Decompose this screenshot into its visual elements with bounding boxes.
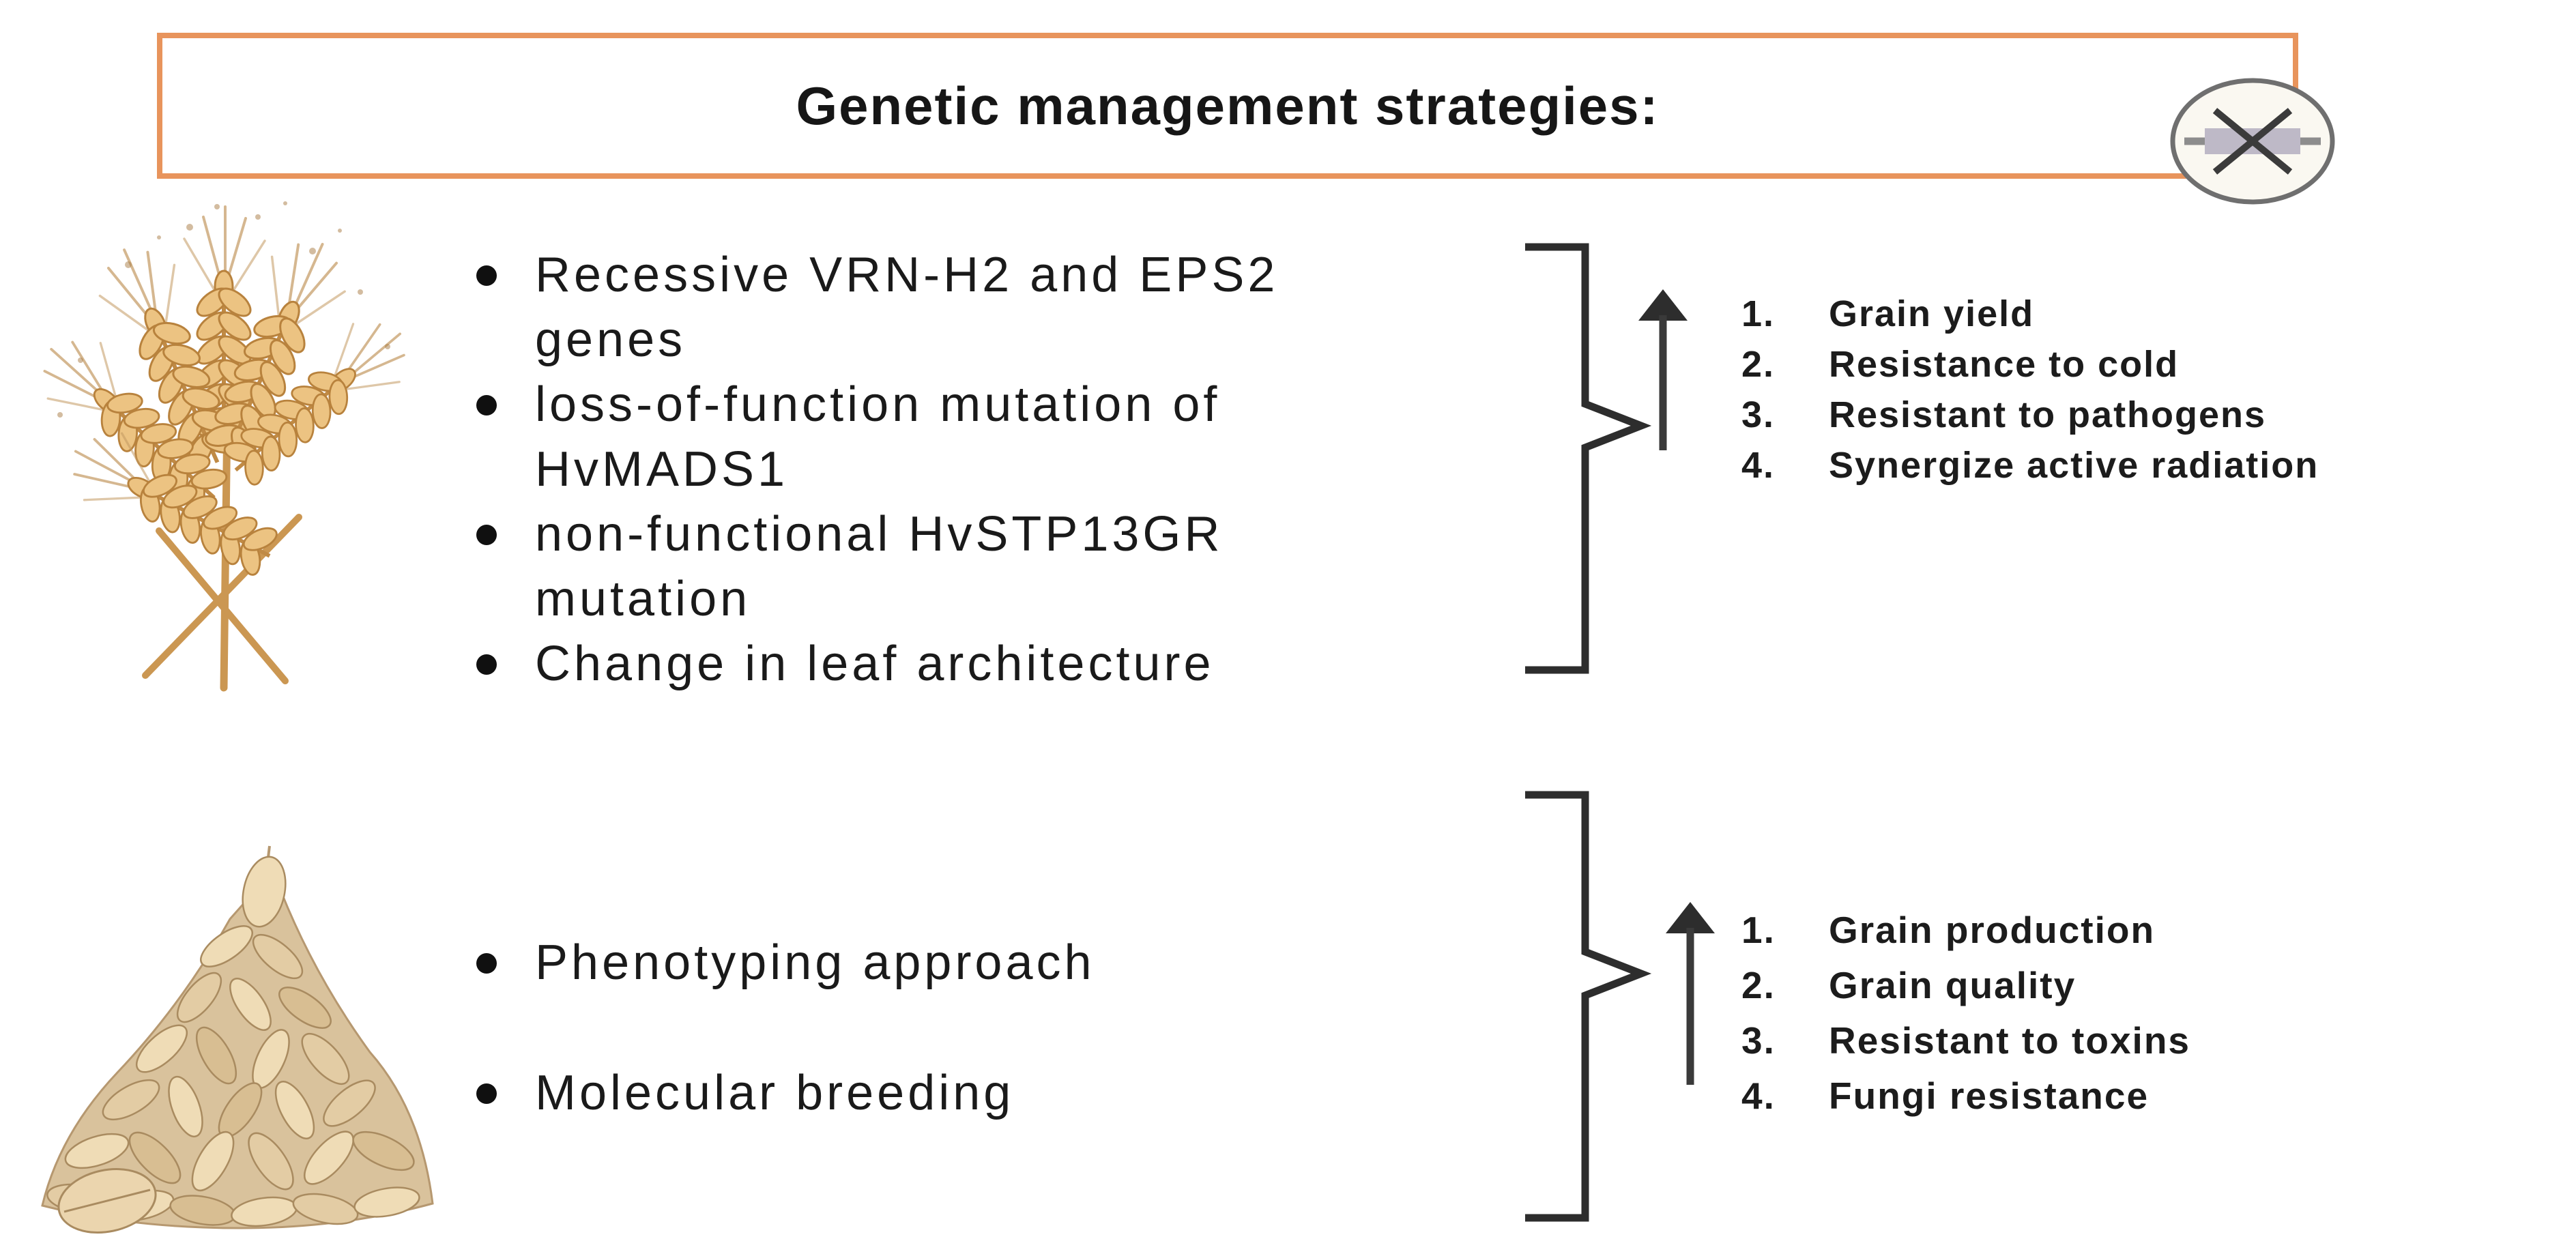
genetic-outcomes-list: 1. Grain yield 2. Resistance to cold 3. … bbox=[1741, 289, 2319, 491]
item-number: 4. bbox=[1741, 445, 1776, 486]
brace-bottom bbox=[1525, 791, 1652, 1222]
bullet-text: Phenotyping approach bbox=[535, 935, 1095, 990]
item-label: Fungi resistance bbox=[1829, 1074, 2150, 1117]
bullet-icon bbox=[476, 395, 497, 416]
increase-arrow-icon bbox=[1666, 902, 1715, 1085]
bullet-text: non-functional HvSTP13GR bbox=[535, 507, 1224, 562]
gene-crossover-icon bbox=[2170, 78, 2335, 205]
item-label: Resistance to cold bbox=[1829, 344, 2180, 385]
bullet-text: loss-of-function mutation of bbox=[535, 377, 1221, 432]
grain-pile-illustration bbox=[41, 845, 434, 1234]
item-label: Grain yield bbox=[1829, 293, 2035, 334]
increase-arrow-icon bbox=[1638, 289, 1688, 450]
title-box: Genetic management strategies: bbox=[157, 33, 2335, 205]
list-item: 1. Grain yield bbox=[1741, 289, 2319, 339]
list-item: 4. Fungi resistance bbox=[1741, 1068, 2190, 1123]
lone-grain bbox=[57, 1168, 157, 1234]
bullet-icon bbox=[476, 265, 497, 286]
bullet-text: Recessive VRN-H2 and EPS2 bbox=[535, 248, 1279, 302]
genetic-strategies-bullet-list: Recessive VRN-H2 and EPS2 genes loss-of-… bbox=[472, 243, 1278, 697]
item-number: 1. bbox=[1741, 293, 1776, 334]
bullet-icon bbox=[476, 1083, 497, 1104]
wheat-specks bbox=[57, 201, 390, 418]
brace-top bbox=[1525, 243, 1652, 674]
bullet-text: HvMADS1 bbox=[535, 442, 789, 497]
bullet-text: Molecular breeding bbox=[535, 1066, 1015, 1120]
item-number: 2. bbox=[1741, 344, 1776, 385]
list-item: loss-of-function mutation of HvMADS1 bbox=[472, 373, 1278, 502]
item-number: 4. bbox=[1741, 1074, 1776, 1117]
item-label: Synergize active radiation bbox=[1829, 445, 2319, 486]
list-item: 3. Resistant to toxins bbox=[1741, 1012, 2190, 1068]
item-label: Resistant to toxins bbox=[1829, 1019, 2191, 1062]
bullet-icon bbox=[476, 953, 497, 974]
wheat-ears-illustration bbox=[19, 201, 442, 692]
bullet-text: mutation bbox=[535, 572, 751, 626]
list-item: 1. Grain production bbox=[1741, 902, 2190, 957]
bullet-icon bbox=[476, 654, 497, 675]
list-item: Molecular breeding bbox=[472, 1061, 1095, 1126]
list-item: 2. Grain quality bbox=[1741, 957, 2190, 1012]
list-item: non-functional HvSTP13GR mutation bbox=[472, 502, 1278, 632]
bullet-icon bbox=[476, 525, 497, 545]
item-number: 1. bbox=[1741, 908, 1776, 951]
list-item: Recessive VRN-H2 and EPS2 genes bbox=[472, 243, 1278, 373]
page-title: Genetic management strategies: bbox=[796, 76, 1660, 136]
item-label: Grain quality bbox=[1829, 963, 2076, 1006]
breeding-outcomes-list: 1. Grain production 2. Grain quality 3. … bbox=[1741, 902, 2190, 1123]
item-label: Grain production bbox=[1829, 908, 2156, 951]
list-item: 4. Synergize active radiation bbox=[1741, 440, 2319, 491]
list-item: 2. Resistance to cold bbox=[1741, 339, 2319, 390]
bullet-text: Change in leaf architecture bbox=[535, 637, 1215, 691]
list-item: Phenotyping approach bbox=[472, 931, 1095, 995]
item-number: 2. bbox=[1741, 963, 1776, 1006]
item-number: 3. bbox=[1741, 1019, 1776, 1062]
list-item: 3. Resistant to pathogens bbox=[1741, 390, 2319, 440]
list-item: Change in leaf architecture bbox=[472, 632, 1278, 697]
item-number: 3. bbox=[1741, 394, 1776, 435]
breeding-strategies-bullet-list: Phenotyping approach Molecular breeding bbox=[472, 931, 1095, 1191]
item-label: Resistant to pathogens bbox=[1829, 394, 2267, 435]
bullet-text: genes bbox=[535, 312, 686, 367]
